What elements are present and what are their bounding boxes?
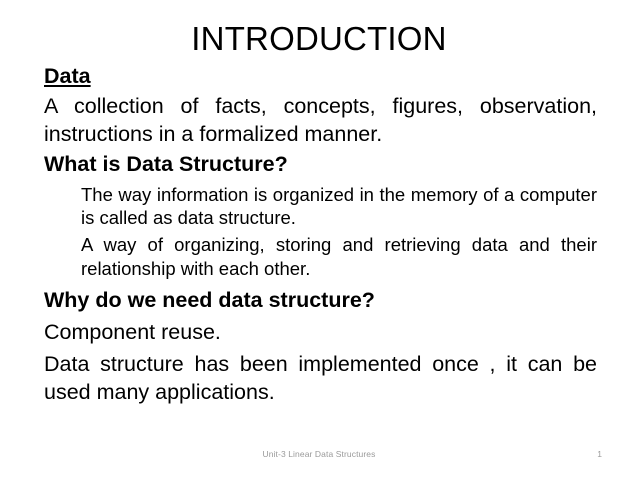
slide-footer-text: Unit-3 Linear Data Structures <box>262 449 376 459</box>
paragraph-component-reuse: Component reuse. <box>44 319 221 344</box>
data-heading-row: Data <box>44 63 597 92</box>
slide-title: INTRODUCTION <box>191 20 447 57</box>
paragraph-data-definition: A collection of facts, concepts, figures… <box>44 93 597 146</box>
slide-body: Data A collection of facts, concepts, fi… <box>44 63 597 408</box>
bullet-what-is-1: The way information is organized in the … <box>81 183 597 229</box>
heading-why-need-data-structure: Why do we need data structure? <box>44 287 375 312</box>
bullet-what-is-2: A way of organizing, storing and retriev… <box>81 234 597 279</box>
heading-what-is-data-structure: What is Data Structure? <box>44 151 288 176</box>
heading-data: Data <box>44 64 91 88</box>
slide-page-number: 1 <box>597 449 602 459</box>
paragraph-implemented-once: Data structure has been implemented once… <box>44 351 597 404</box>
